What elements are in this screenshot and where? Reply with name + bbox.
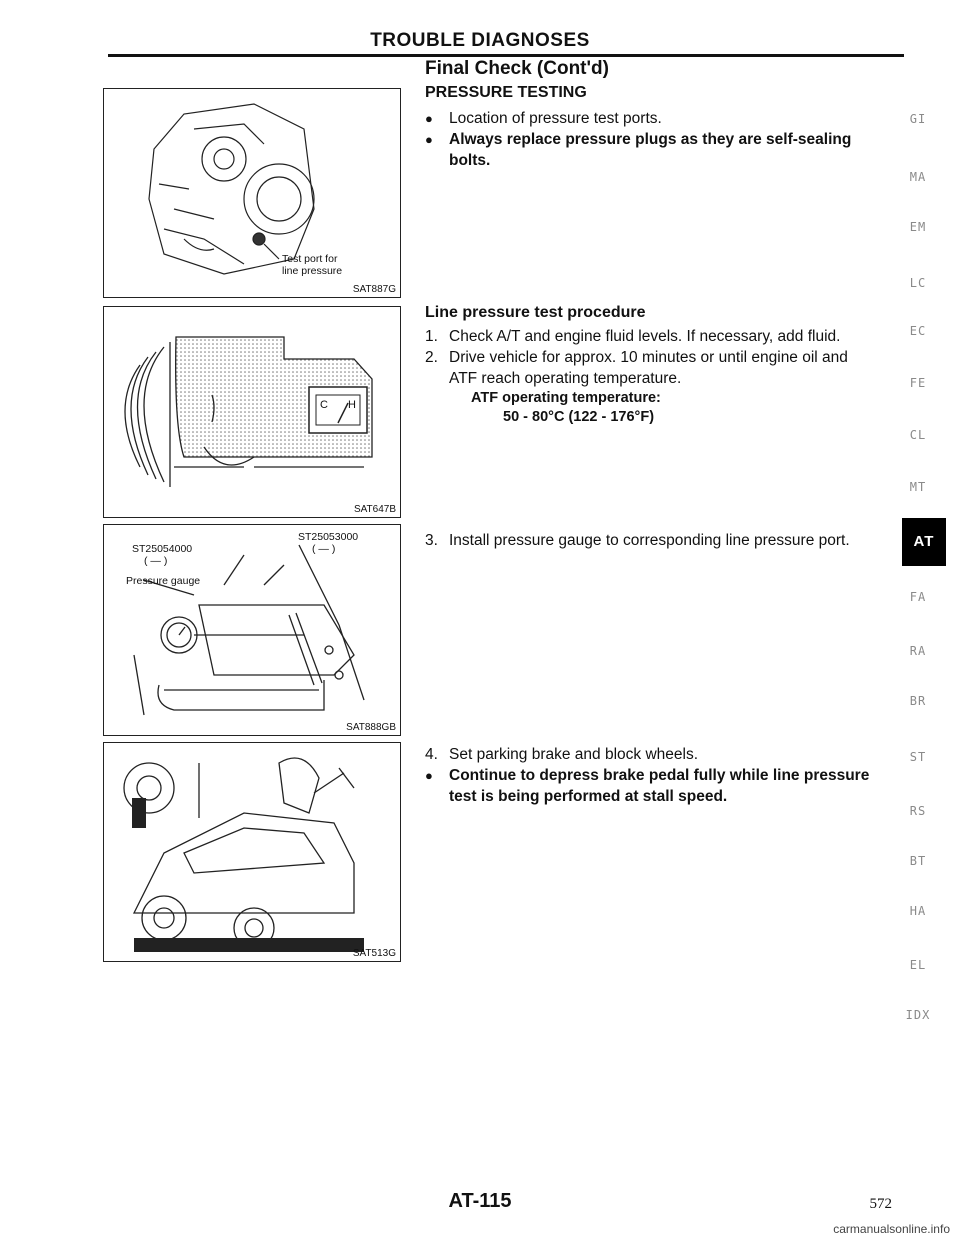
- test-port-label-line1: Test port for: [282, 253, 338, 265]
- pressure-testing-bullets: ●Location of pressure test ports. ●Alway…: [425, 108, 915, 171]
- bullet-icon: ●: [425, 768, 433, 783]
- tab-ha[interactable]: HA: [909, 904, 927, 918]
- pressure-gauge-label: Pressure gauge: [126, 575, 201, 587]
- step-4-bullet: ●Continue to depress brake pedal fully w…: [425, 767, 870, 784]
- test-port-label-line2: line pressure: [282, 265, 343, 277]
- tab-cl[interactable]: CL: [909, 428, 927, 442]
- bullet-item-replace-plugs: ●Always replace pressure plugs as they a…: [425, 131, 852, 148]
- tab-rs[interactable]: RS: [909, 804, 927, 818]
- tab-fe[interactable]: FE: [909, 376, 927, 390]
- tab-gi[interactable]: GI: [909, 112, 927, 126]
- step-2: 2.Drive vehicle for approx. 10 minutes o…: [425, 349, 848, 366]
- bullet-item-location: ●Location of pressure test ports.: [425, 110, 662, 127]
- bullet-icon: ●: [425, 111, 433, 126]
- figure-code: SAT647B: [353, 504, 396, 515]
- tab-at-active[interactable]: AT: [902, 518, 946, 566]
- tab-fa[interactable]: FA: [909, 590, 927, 604]
- tab-ra[interactable]: RA: [909, 644, 927, 658]
- step-2-cont: ATF reach operating temperature.: [449, 370, 682, 387]
- step-4: 4.Set parking brake and block wheels.: [425, 746, 699, 763]
- step-4-bullet-cont: test is being performed at stall speed.: [449, 788, 728, 805]
- atf-temp-label: ATF operating temperature:: [471, 390, 661, 406]
- temperature-gauge-drawing: [124, 336, 373, 487]
- parking-brake-drawing: [123, 757, 364, 952]
- atf-temp-value: 50 - 80°C (122 - 176°F): [503, 409, 655, 425]
- tab-idx[interactable]: IDX: [905, 1008, 931, 1022]
- section-subtitle: PRESSURE TESTING: [425, 84, 587, 101]
- figure-pressure-gauge-install: ST25053000 ( — ) ST25054000 ( — ) Pressu…: [103, 524, 401, 736]
- gauge-hot-label: H: [348, 399, 356, 411]
- tool-st25054000-sub: ( — ): [144, 555, 168, 567]
- tool-st25053000-label: ST25053000: [298, 531, 359, 543]
- procedure-steps-1-2: 1.Check A/T and engine fluid levels. If …: [425, 326, 915, 427]
- step-1: 1.Check A/T and engine fluid levels. If …: [425, 328, 841, 345]
- procedure-step-4: 4.Set parking brake and block wheels. ●C…: [425, 744, 915, 807]
- page-number: 572: [869, 1196, 893, 1212]
- tab-ec[interactable]: EC: [909, 324, 927, 338]
- bullet-icon: ●: [425, 132, 433, 147]
- header-rule: [108, 54, 904, 57]
- section-title: Final Check (Cont'd): [425, 58, 609, 79]
- tab-el[interactable]: EL: [909, 958, 927, 972]
- procedure-title: Line pressure test procedure: [425, 304, 646, 321]
- tab-ma[interactable]: MA: [909, 170, 927, 184]
- figure-brake-wheels: SAT513G: [103, 742, 401, 962]
- tab-em[interactable]: EM: [909, 220, 927, 234]
- page-header-title: TROUBLE DIAGNOSES: [370, 30, 590, 51]
- tab-st[interactable]: ST: [909, 750, 927, 764]
- bullet-item-replace-plugs-cont: bolts.: [449, 152, 491, 169]
- tool-st25053000-sub: ( — ): [312, 543, 336, 555]
- page-label: AT-115: [448, 1190, 512, 1212]
- figure-driving-gauge: C H SAT647B: [103, 306, 401, 518]
- pressure-gauge-drawing: [133, 544, 365, 716]
- transmission-drawing: [148, 103, 315, 275]
- step-3: 3.Install pressure gauge to correspondin…: [425, 532, 850, 549]
- figure-code: SAT888GB: [346, 722, 396, 733]
- tab-br[interactable]: BR: [909, 694, 927, 708]
- figure-test-port: Test port for line pressure SAT887G: [103, 88, 401, 298]
- tool-st25054000-label: ST25054000: [132, 543, 193, 555]
- watermark: carmanualsonline.info: [833, 1222, 950, 1236]
- figure-code: SAT887G: [352, 284, 396, 295]
- gauge-cold-label: C: [320, 399, 328, 411]
- figure-code: SAT513G: [352, 948, 396, 959]
- tab-bt[interactable]: BT: [909, 854, 927, 868]
- tab-mt[interactable]: MT: [909, 480, 927, 494]
- tab-lc[interactable]: LC: [909, 276, 927, 290]
